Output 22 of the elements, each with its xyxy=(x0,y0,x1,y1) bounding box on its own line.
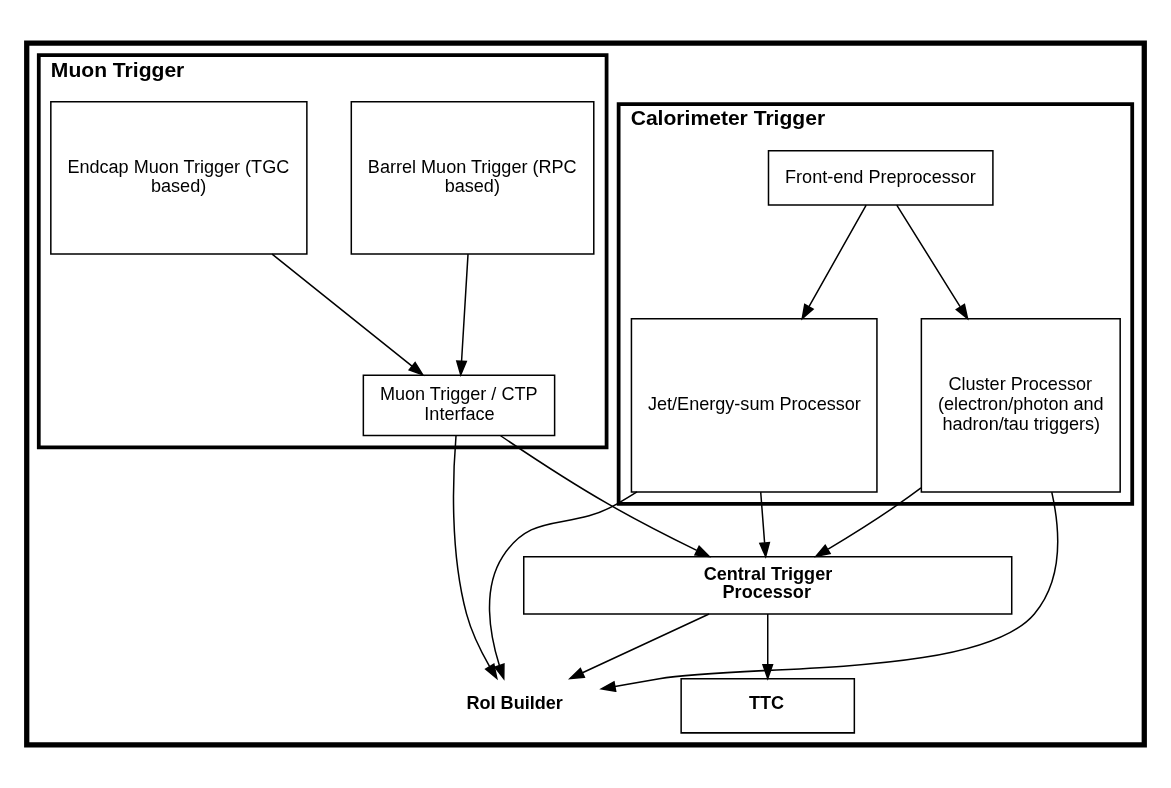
arrow xyxy=(814,487,922,558)
node-box: Endcap Muon Trigger (TGC based) xyxy=(50,101,308,255)
node-box: Front-end Preprocessor xyxy=(767,150,994,206)
arrow xyxy=(452,434,498,681)
arrow xyxy=(499,435,712,558)
arrow xyxy=(271,253,425,377)
arrow xyxy=(488,491,638,681)
node-box: Barrel Muon Trigger (RPC based) xyxy=(350,101,595,255)
arrow xyxy=(758,491,771,559)
arrow xyxy=(896,204,969,321)
arrow xyxy=(455,253,469,378)
node-box: Jet/Energy-sum Processor xyxy=(630,317,878,493)
arrow xyxy=(567,613,710,680)
arrow xyxy=(801,204,867,321)
node-text: RoI Builder xyxy=(466,692,563,713)
node-box: TTC xyxy=(680,677,856,734)
node-box: Muon Trigger / CTP Interface xyxy=(362,374,556,437)
cluster xyxy=(24,40,1147,748)
arrow xyxy=(761,613,774,681)
node-box: Cluster Processor (electron/photon and hadron/tau triggers) xyxy=(920,317,1121,493)
node-box: Central Trigger Processor xyxy=(523,555,1013,615)
arrow xyxy=(599,491,1059,693)
